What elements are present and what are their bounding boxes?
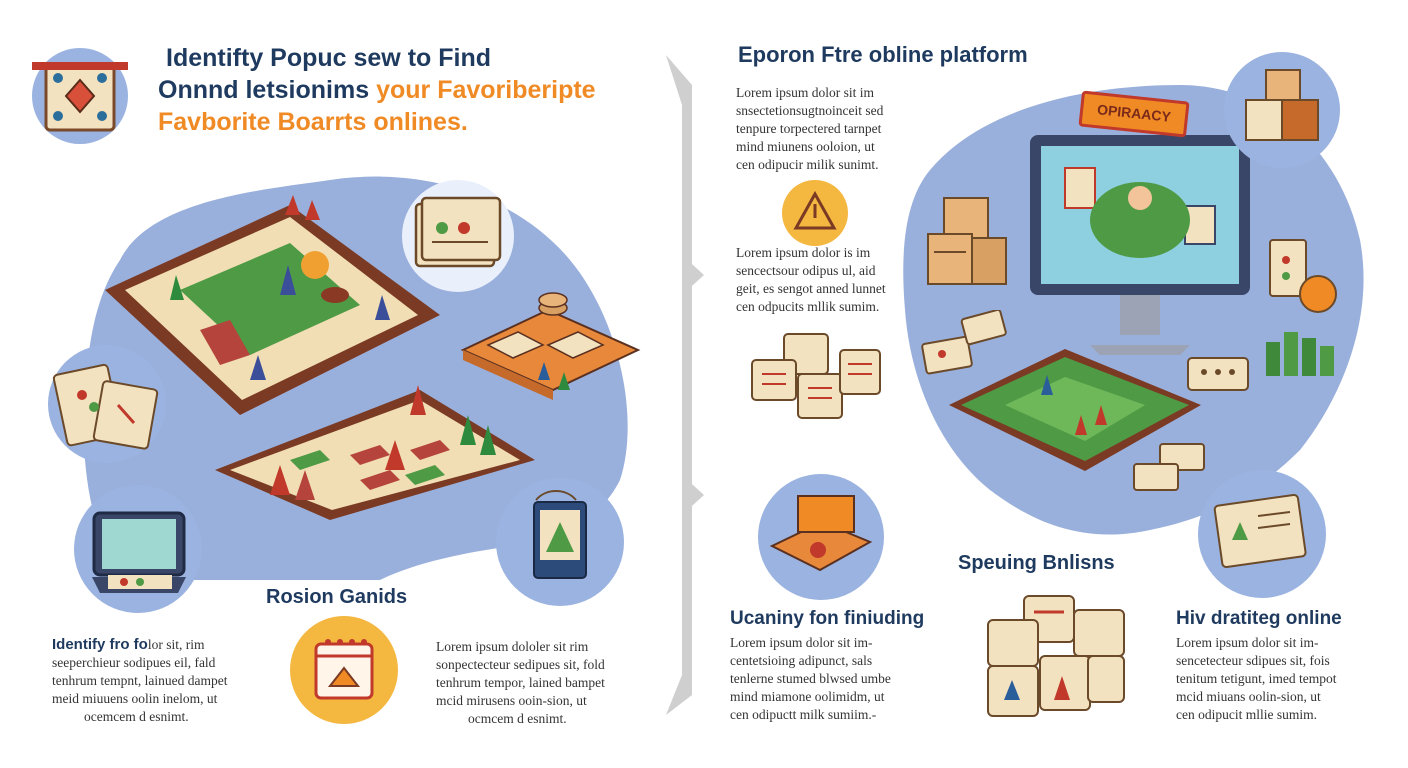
right-bottom-right-title: Hiv dratiteg online [1176, 608, 1342, 629]
right-para1-line: snsectetionsugtnoinceit sed [736, 103, 884, 118]
right-para2-line: sencectsour odipus ul, aid [736, 263, 876, 278]
card-deck-icon [402, 180, 514, 292]
left-bottom-left-line: ocemcem d esnimt. [84, 709, 189, 724]
left-bottom-right-text: Lorem ipsum dololer sit rim sonpectecteu… [436, 638, 666, 728]
computer-monitor-icon [1030, 135, 1250, 355]
right-para2-line: Lorem ipsum dolor is im [736, 245, 871, 260]
left-heading-line2-orange: your Favoriberipte [376, 76, 596, 104]
right-heading: Eporon Ftre obline platform [738, 42, 1028, 67]
chips-icon [1187, 357, 1249, 391]
right-game-board [949, 349, 1201, 471]
tiles-icon [1133, 443, 1205, 491]
game-cards-icon [48, 345, 166, 463]
left-bottom-left-title: Identify fro fo [52, 636, 148, 653]
side-cards-icon [1269, 239, 1337, 313]
board-game-illustration [105, 195, 440, 415]
left-heading-line3: Favborite Boarrts onlines. [158, 108, 468, 136]
dice-tokens-icon [460, 292, 641, 400]
crates-icon [927, 197, 1007, 285]
left-bottom-left-line: tenhrum tempnt, lainued dampet [52, 673, 228, 688]
right-para1-line: tenpure torpectered tarnpet [736, 121, 882, 136]
right-sub-heading: Speuing Bnlisns [958, 552, 1115, 574]
right-para2-line: geit, es sengot anned lunnet [736, 281, 886, 296]
right-bottom-left-line: centetsioing adipunct, sals [730, 653, 873, 668]
right-para1-line: cen odipucir milik sunimt. [736, 157, 879, 172]
left-bottom-right-line: ocmcem d esnimt. [468, 711, 567, 726]
right-bottom-right-line: cen odipucit mllie sumim. [1176, 707, 1317, 722]
right-bottom-right-text: Hiv dratiteg online Lorem ipsum dolor si… [1176, 608, 1396, 724]
warning-triangle-icon [782, 180, 848, 246]
right-para1: Lorem ipsum dolor sit im snsectetionsugt… [736, 84, 926, 174]
rulebook-icon [496, 478, 624, 606]
right-bottom-right-line: Lorem ipsum dolor sit im- [1176, 635, 1319, 650]
tablet-game-icon [74, 485, 202, 613]
right-bottom-left-line: Lorem ipsum dolor sit im- [730, 635, 873, 650]
right-para1-line: Lorem ipsum dolor sit im [736, 85, 874, 100]
scroll-map-icon [32, 48, 128, 144]
right-para2: Lorem ipsum dolor is im sencectsour odip… [736, 244, 926, 316]
left-bottom-left-line: meid miuuens oolin inelom, ut [52, 691, 218, 706]
dice-cluster-icon [751, 333, 881, 419]
left-heading-line2-dark: Onnnd letsionims [158, 76, 370, 104]
sled-game-icon [758, 474, 884, 600]
left-header: Identifty Popuc sew to Find Onnnd letsio… [158, 42, 628, 138]
right-bottom-left-title: Ucaniny fon finiuding [730, 608, 925, 629]
left-bottom-right-line: tenhrum tempor, lained bampet [436, 675, 605, 690]
right-bottom-left-line: tenlerne stumed blwsed umbe [730, 671, 891, 686]
left-bottom-right-line: sonpectecteur sedipues sit, fold [436, 657, 605, 672]
right-bottom-left-line: mind miamone oolimidm, ut [730, 689, 885, 704]
left-bottom-right-line: Lorem ipsum dololer sit rim [436, 639, 589, 654]
right-bottom-right-line: sencetecteur sdipues sit, fois [1176, 653, 1330, 668]
right-bottom-left-line: cen odipuctt milk sumiim.- [730, 707, 877, 722]
calendar-board-icon [290, 616, 398, 724]
right-bottom-right-line: tenitum tetigunt, imed tempot [1176, 671, 1337, 686]
screen-banner-label: OPIRAACY [1096, 101, 1172, 125]
board-game-path [215, 385, 535, 520]
right-bottom-left-text: Ucaniny fon finiuding Lorem ipsum dolor … [730, 608, 960, 724]
map-scroll-icon [1198, 470, 1326, 598]
left-bottom-left-line: seeperchieur sodipues eil, fald [52, 655, 216, 670]
left-bottom-left-text: Identify fro folor sit, rim seeperchieur… [52, 636, 282, 726]
left-sub-heading: Rosion Ganids [266, 586, 408, 608]
green-figures-icon [1266, 332, 1334, 376]
center-divider [666, 55, 704, 715]
left-bottom-right-line: mcid mirusens ooin-sion, ut [436, 693, 587, 708]
left-bottom-left-title-tail: lor sit, rim [147, 637, 205, 652]
crate-stack-icon [1224, 52, 1340, 168]
left-heading-line1: Identifty Popuc sew to Find [166, 44, 491, 72]
right-para1-line: mind miunens ooloion, ut [736, 139, 875, 154]
cards-hand-icon [921, 310, 1007, 375]
dice-pile-icon [987, 595, 1125, 717]
right-bottom-right-line: mcid miuans oolin-sion, ut [1176, 689, 1321, 704]
right-para2-line: cen odpucits mllik sumim. [736, 299, 880, 314]
